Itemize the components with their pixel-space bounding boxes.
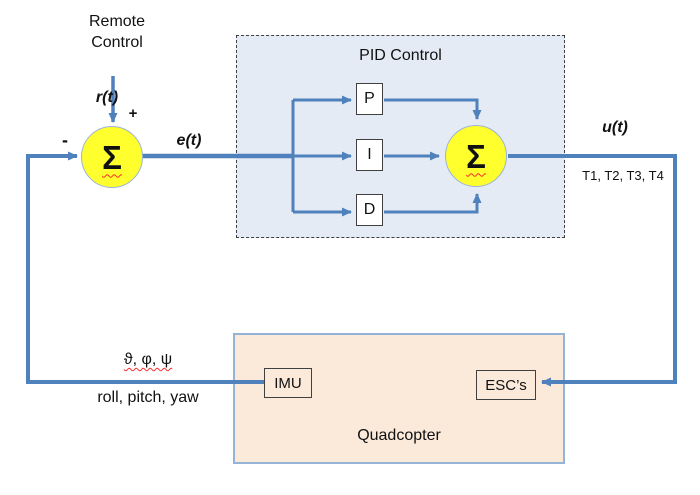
reference-plus-sign: + bbox=[128, 105, 138, 122]
derivative-block: D bbox=[356, 194, 383, 226]
proportional-block: P bbox=[356, 83, 383, 115]
angles-text: ϑ, φ, ψ bbox=[123, 351, 173, 368]
input-summing-junction: Σ bbox=[81, 126, 143, 188]
pid-control-group-box bbox=[236, 35, 565, 238]
angle-names-label: roll, pitch, yaw bbox=[97, 389, 199, 406]
sigma-symbol: Σ bbox=[466, 137, 486, 175]
arrow-feedback-to-sum1 bbox=[26, 151, 264, 384]
remote-control-label: Remote Control bbox=[88, 13, 146, 51]
angles-label: ϑ, φ, ψ bbox=[98, 350, 198, 371]
pid-summing-junction: Σ bbox=[445, 125, 507, 187]
thrusts-label: T1, T2, T3, T4 bbox=[582, 168, 664, 183]
control-signal-label: u(t) bbox=[602, 119, 628, 136]
integral-block: I bbox=[356, 139, 383, 171]
pid-control-title: PID Control bbox=[359, 47, 442, 64]
arrow-p-to-sum2 bbox=[384, 98, 482, 120]
feedback-minus-sign: - bbox=[62, 130, 68, 150]
reference-signal-label: r(t) bbox=[95, 89, 119, 106]
quadcopter-title: Quadcopter bbox=[357, 427, 441, 444]
arrow-d-to-sum2 bbox=[384, 193, 482, 214]
error-signal-label: e(t) bbox=[176, 132, 202, 149]
arrow-control-to-esc bbox=[508, 154, 677, 387]
sigma-symbol: Σ bbox=[102, 138, 122, 176]
esc-block: ESC’s bbox=[476, 370, 536, 400]
imu-block: IMU bbox=[264, 368, 312, 398]
quadcopter-group-box bbox=[233, 333, 565, 464]
